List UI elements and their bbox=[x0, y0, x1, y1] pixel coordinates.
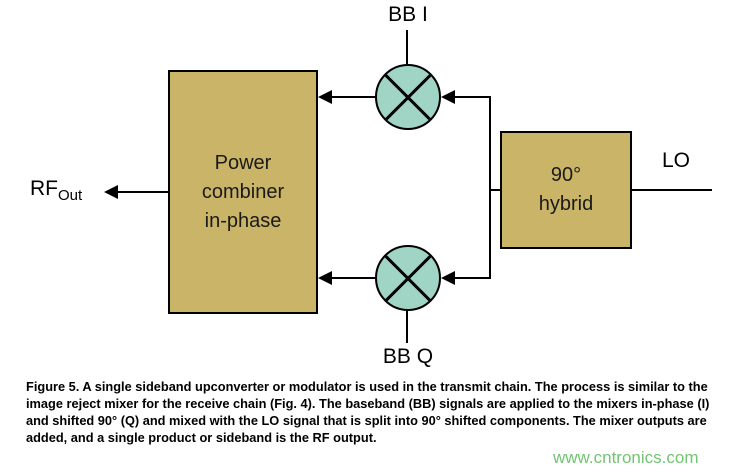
arrowhead-into-combiner-top-icon bbox=[318, 90, 332, 104]
power-combiner-block: Power combiner in-phase bbox=[168, 70, 318, 314]
bb-q-label: BB Q bbox=[382, 345, 434, 368]
rf-out-subscript: Out bbox=[58, 187, 83, 205]
arrowhead-into-mixer-q-icon bbox=[441, 271, 455, 285]
rf-out-label: RFOut bbox=[30, 177, 82, 204]
mixer-q-symbol bbox=[375, 245, 441, 311]
arrowhead-into-combiner-bottom-icon bbox=[318, 271, 332, 285]
figure-caption: Figure 5. A single sideband upconverter … bbox=[26, 379, 710, 446]
wire-mixer-q-to-combiner bbox=[330, 277, 376, 279]
wire-bbi-stem bbox=[406, 30, 408, 64]
hybrid-90-block: 90° hybrid bbox=[500, 131, 632, 249]
wire-mixer-i-to-combiner bbox=[330, 96, 376, 98]
arrowhead-into-mixer-i-icon bbox=[441, 90, 455, 104]
wire-hybrid-to-mixer-i bbox=[455, 96, 490, 98]
lo-label: LO bbox=[662, 149, 691, 172]
arrowhead-rf-out-icon bbox=[104, 185, 118, 199]
wire-bbq-stem bbox=[406, 311, 408, 343]
wire-hybrid-to-mixer-q bbox=[455, 277, 490, 279]
rf-out-main: RF bbox=[30, 177, 58, 200]
watermark-text: www.cntronics.com bbox=[553, 448, 699, 467]
mixer-i-symbol bbox=[375, 64, 441, 130]
wire-hybrid-feed-vertical bbox=[489, 96, 491, 279]
wire-hybrid-feed-connector bbox=[489, 189, 500, 191]
wire-lo-input bbox=[632, 189, 712, 191]
bb-i-label: BB I bbox=[388, 3, 428, 26]
wire-rf-out bbox=[117, 191, 168, 193]
